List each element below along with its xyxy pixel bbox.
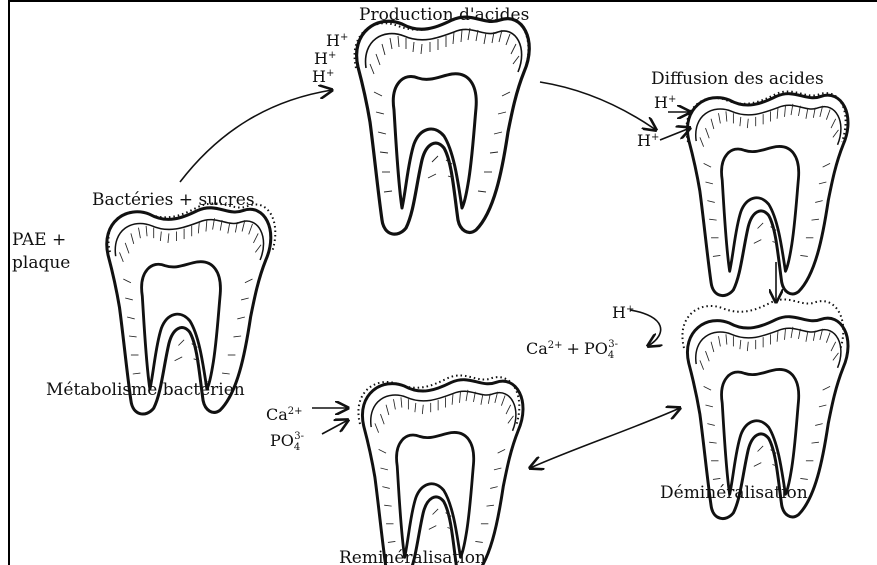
arrow-h-diffusion-2 <box>660 128 690 140</box>
arrow-to-acid-production <box>180 90 332 182</box>
ion-phosphate: PO43- <box>270 431 304 453</box>
arrow-to-acid-diffusion <box>540 82 656 130</box>
ion-h-plus: H+ <box>312 67 334 86</box>
label-remineralisation: Reminéralisation <box>339 548 486 565</box>
label-production-acides: Production d'acides <box>359 5 529 25</box>
tooth-acid-production-illustration <box>357 17 530 234</box>
label-pae: PAE + <box>12 230 66 250</box>
arrow-ion-release <box>630 310 661 346</box>
ion-h-plus: H+ <box>314 49 336 68</box>
tooth-acid-diffusion-illustration <box>687 94 848 296</box>
tooth-remineralisation-illustration <box>362 380 523 565</box>
arrow-phosphate-in <box>322 420 348 434</box>
label-bacteries-sucres: Bactéries + sucres <box>92 190 255 210</box>
ion-h-plus: H+ <box>637 131 659 150</box>
ion-h-plus: H+ <box>326 31 348 50</box>
label-demineralisation: Déminéralisation <box>660 483 808 503</box>
label-metabolisme-bacterien: Métabolisme bactérien <box>46 380 245 400</box>
label-plaque: plaque <box>12 253 70 273</box>
label-diffusion-acides: Diffusion des acides <box>651 69 824 89</box>
ion-calcium-phosphate: Ca2++PO43- <box>526 339 618 361</box>
ion-h-plus: H+ <box>654 93 676 112</box>
arrow-demin-remin-exchange <box>530 408 680 468</box>
ion-h-plus: H+ <box>612 303 634 322</box>
ion-calcium: Ca2+ <box>266 405 303 424</box>
